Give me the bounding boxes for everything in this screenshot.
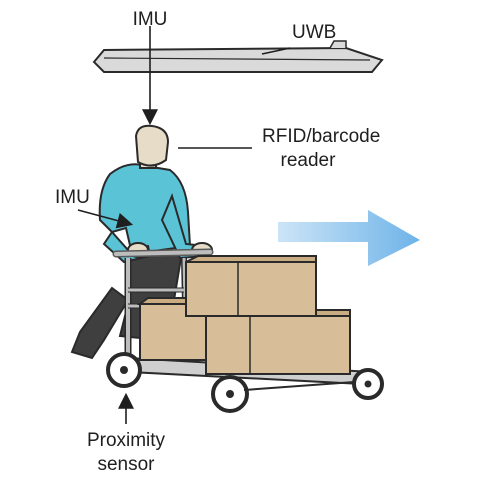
wheel [352,368,384,400]
worker-head [134,124,170,167]
uwb-label: UWB [292,22,336,43]
box-stack [137,255,351,375]
wheel [106,352,142,388]
box [185,255,317,317]
proximity-label-line2: sensor [97,454,155,475]
arrow-right-icon [278,210,420,266]
worker-back-leg [70,286,130,360]
imu-body-label: IMU [55,187,90,208]
proximity-label-line1: Proximity [87,430,166,451]
uwb-beacon [92,40,384,73]
imu-top-label: IMU [133,9,168,30]
pointer-lines [77,26,291,424]
wheel [211,375,249,413]
box [202,309,351,375]
cart-wheels [106,352,384,413]
rfid-label-line2: reader [281,150,337,171]
imu-body-pointer [77,209,134,229]
uwb-pointer [261,47,291,55]
rfid-label-line1: RFID/barcode [262,126,380,147]
